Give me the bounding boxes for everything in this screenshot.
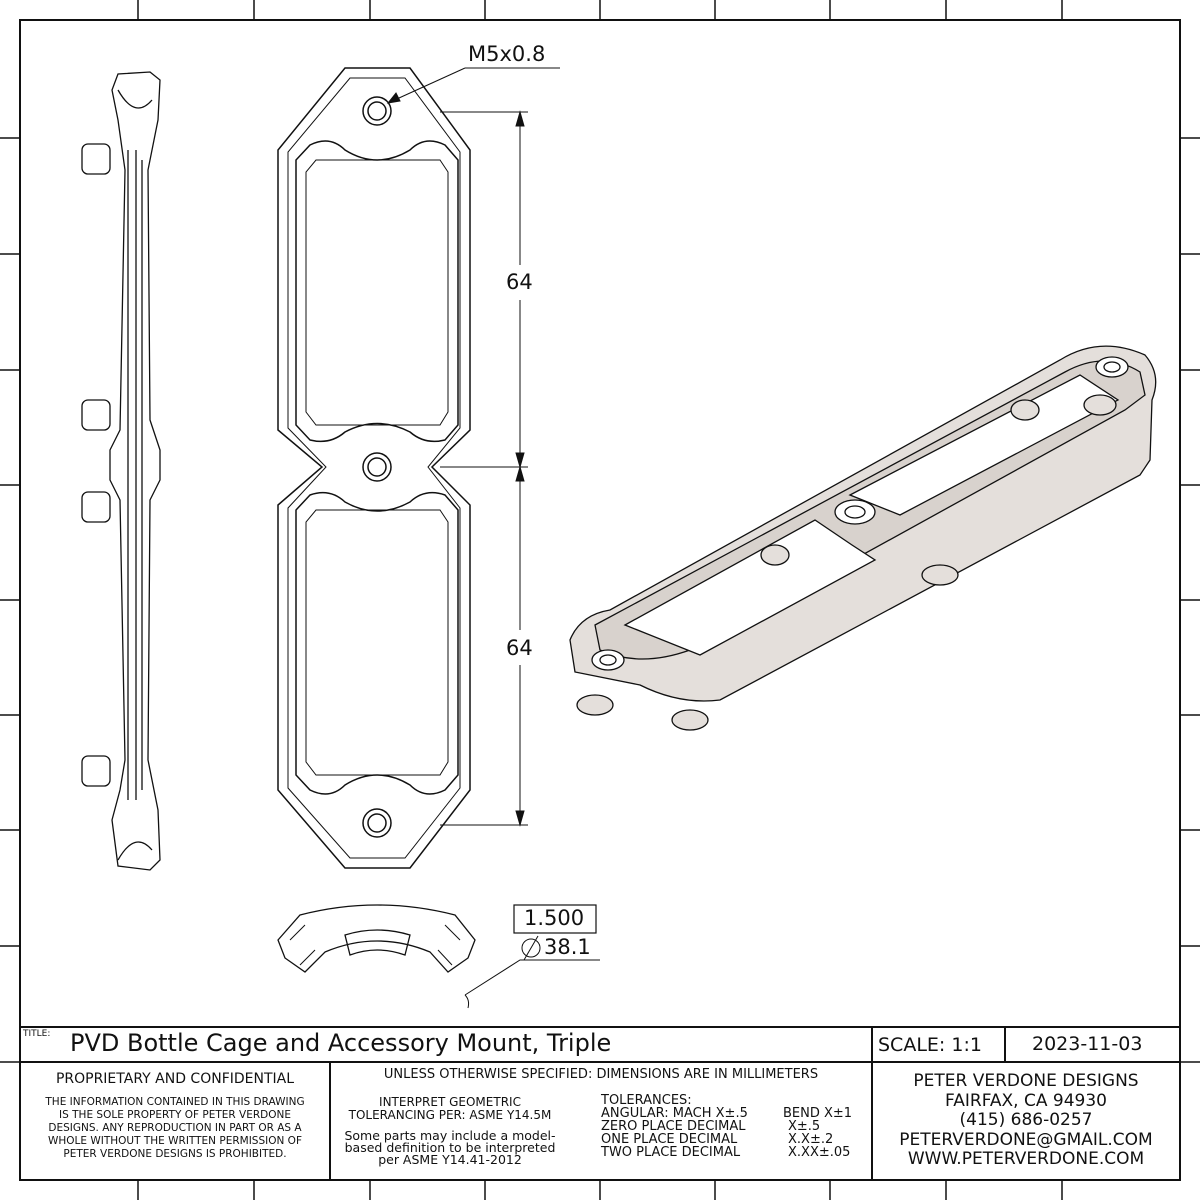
proprietary-heading: PROPRIETARY AND CONFIDENTIAL <box>55 1071 295 1087</box>
proprietary-notice: THE INFORMATION CONTAINED IN THIS DRAWIN… <box>20 1096 330 1161</box>
units-note: UNLESS OTHERWISE SPECIFIED: DIMENSIONS A… <box>383 1067 819 1082</box>
gdt-line: INTERPRET GEOMETRIC <box>379 1095 521 1109</box>
tolerance-label: ZERO PLACE DECIMAL <box>601 1119 746 1134</box>
company-address: FAIRFAX, CA 94930 <box>945 1090 1107 1111</box>
tolerances: TOLERANCES: ANGULAR: MACH X±.5 BEND X±1 Z… <box>601 1094 852 1159</box>
company-name: PETER VERDONE DESIGNS <box>913 1071 1139 1091</box>
tolerance-value: BEND X±1 <box>783 1106 853 1121</box>
gdt-line: TOLERANCING PER: ASME Y14.5M <box>348 1108 552 1122</box>
drawing-title: PVD Bottle Cage and Accessory Mount, Tri… <box>70 1029 612 1057</box>
tolerance-row: ONE PLACE DECIMAL X.X±.2 <box>601 1133 852 1146</box>
mount-hole-center <box>362 452 392 482</box>
isometric-view <box>569 345 1157 731</box>
mount-hole-bottom <box>362 808 392 838</box>
company-website[interactable]: WWW.PETERVERDONE.COM <box>907 1149 1145 1169</box>
tolerance-label: TWO PLACE DECIMAL <box>601 1145 741 1160</box>
notice-line: PETER VERDONE DESIGNS IS PROHIBITED. <box>63 1148 287 1160</box>
front-view <box>277 67 471 869</box>
tolerance-value: X.XX±.05 <box>788 1145 851 1160</box>
tolerance-row: ANGULAR: MACH X±.5 BEND X±1 <box>601 1107 852 1120</box>
notice-line: THE INFORMATION CONTAINED IN THIS DRAWIN… <box>45 1096 305 1108</box>
tolerance-label: ANGULAR: MACH X±.5 <box>601 1106 748 1121</box>
bottom-view <box>277 904 476 973</box>
notice-line: WHOLE WITHOUT THE WRITTEN PERMISSION OF <box>48 1135 302 1147</box>
title-block-grid <box>20 1026 1180 1180</box>
dimension-lower: 64 <box>506 636 533 660</box>
mount-hole-top <box>362 96 392 126</box>
company-phone: (415) 686-0257 <box>959 1110 1093 1130</box>
dimension-lines <box>386 67 600 1009</box>
mbd-line: per ASME Y14.41-2012 <box>378 1152 522 1167</box>
notice-line: DESIGNS. ANY REPRODUCTION IN PART OR AS … <box>48 1122 302 1134</box>
mbd-line: based definition to be interpreted <box>344 1140 556 1155</box>
scale: SCALE: 1:1 <box>878 1034 982 1056</box>
reference-dimension: 1.500 <box>524 906 585 930</box>
title-label: TITLE: <box>23 1029 51 1039</box>
tolerance-value: X±.5 <box>788 1119 821 1134</box>
mbd-line: Some parts may include a model- <box>344 1128 556 1143</box>
side-view <box>81 71 161 871</box>
thread-callout: M5x0.8 <box>468 42 546 66</box>
gdt-note: INTERPRET GEOMETRIC TOLERANCING PER: ASM… <box>335 1096 565 1122</box>
dimension-upper: 64 <box>506 270 533 294</box>
tolerance-row: TWO PLACE DECIMAL X.XX±.05 <box>601 1146 852 1159</box>
drawing-border <box>19 19 1181 1181</box>
notice-line: IS THE SOLE PROPERTY OF PETER VERDONE <box>59 1109 291 1121</box>
company-email[interactable]: PETERVERDONE@GMAIL.COM <box>899 1129 1153 1150</box>
tolerance-value: X.X±.2 <box>788 1132 834 1147</box>
company-info: PETER VERDONE DESIGNS FAIRFAX, CA 94930 … <box>872 1071 1180 1170</box>
date: 2023-11-03 <box>1032 1033 1143 1055</box>
mbd-note: Some parts may include a model- based de… <box>335 1128 565 1167</box>
diameter-dimension: 38.1 <box>544 935 591 959</box>
tolerances-heading: TOLERANCES: <box>601 1093 692 1108</box>
tolerance-row: ZERO PLACE DECIMAL X±.5 <box>601 1120 852 1133</box>
tolerance-label: ONE PLACE DECIMAL <box>601 1132 738 1147</box>
